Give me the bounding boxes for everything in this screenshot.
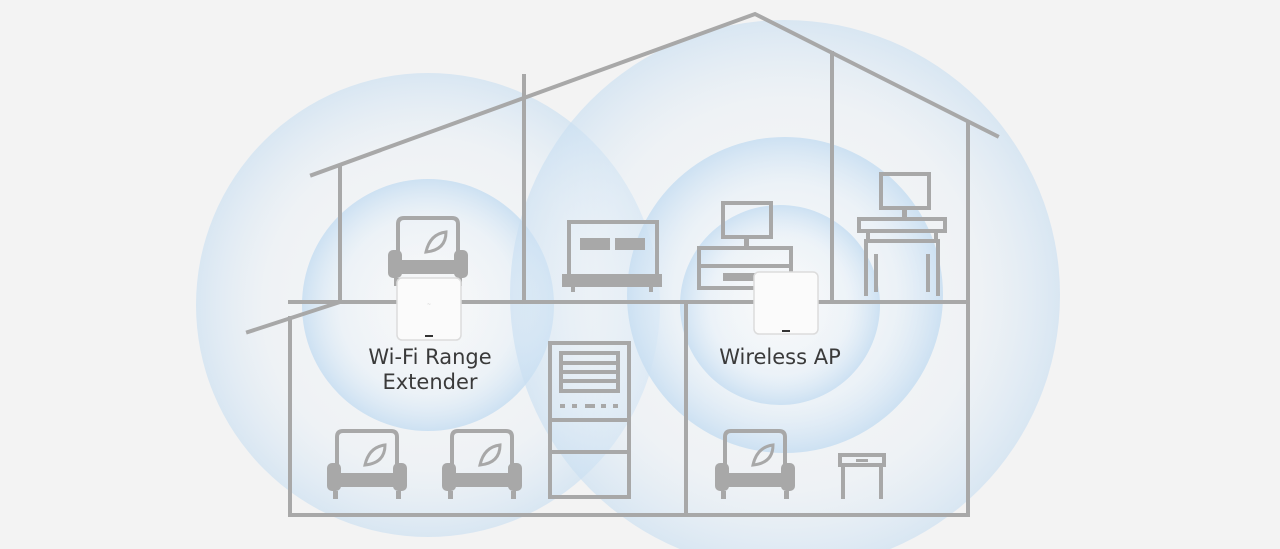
extender-label-line2: Extender bbox=[382, 370, 478, 394]
wifi-range-extender-device: ~ bbox=[396, 277, 462, 341]
bookshelf-cabinet-icon bbox=[548, 341, 631, 499]
wireless-ap-device bbox=[753, 271, 819, 335]
house-walls bbox=[245, 11, 1000, 517]
tv-stand-icon bbox=[697, 201, 793, 290]
extender-label: Wi-Fi Range Extender bbox=[330, 345, 530, 395]
wireless-ap-label: Wireless AP bbox=[719, 345, 841, 369]
desk-computer-icon bbox=[857, 172, 947, 296]
bed-icon bbox=[562, 220, 662, 292]
extender-label-line1: Wi-Fi Range bbox=[368, 345, 492, 369]
nightstand-icon bbox=[838, 453, 886, 499]
svg-text:~: ~ bbox=[427, 302, 431, 308]
